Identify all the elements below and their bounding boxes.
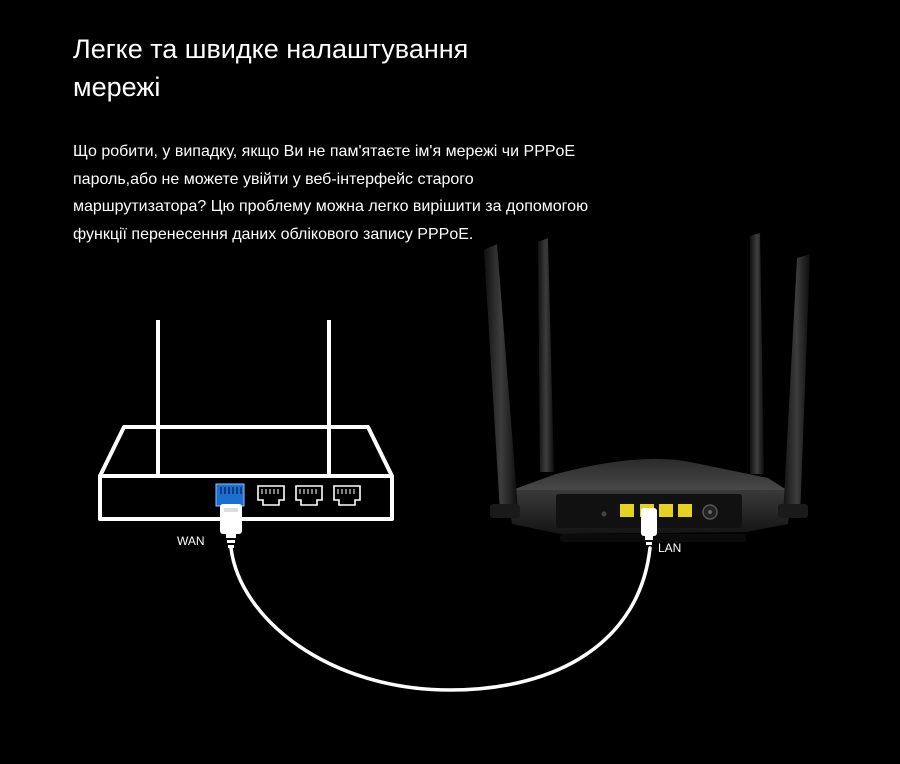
wan-port-icon <box>215 483 245 507</box>
antenna-front-left-icon <box>484 244 518 512</box>
lan-port-3-icon <box>333 485 361 506</box>
old-router-top-icon <box>98 425 394 478</box>
wan-cable-plug-icon <box>220 504 242 548</box>
antenna-front-right-icon <box>783 254 810 518</box>
lan-label: LAN <box>658 541 681 555</box>
new-router-lan-port-2-icon <box>659 504 673 517</box>
old-router-lan-ports-icon <box>257 485 361 506</box>
new-router-icon <box>484 233 810 542</box>
old-router-front-icon <box>98 474 394 521</box>
page-title-line-1: Легке та швидке налаштування <box>73 34 469 64</box>
antenna-rear-right-icon <box>750 233 764 474</box>
new-router-wan-port-icon <box>620 504 634 517</box>
new-router-ports-icon <box>620 504 692 517</box>
feature-description: Що робити, у випадку, якщо Ви не пам'ята… <box>73 143 589 243</box>
page-title: Легке та швидке налаштування мережі <box>73 30 593 106</box>
lan-port-2-icon <box>295 485 323 506</box>
ethernet-cable-icon <box>229 546 652 692</box>
new-router-top-icon <box>512 458 790 492</box>
lan-port-1-icon <box>257 485 285 506</box>
wan-label: WAN <box>177 534 205 548</box>
old-router-icon <box>98 320 394 521</box>
new-router-lan-port-3-icon <box>678 504 692 517</box>
page-title-line-2: мережі <box>73 72 161 102</box>
antenna-rear-left-icon <box>538 238 554 472</box>
lan-cable-plug-icon <box>641 508 657 545</box>
